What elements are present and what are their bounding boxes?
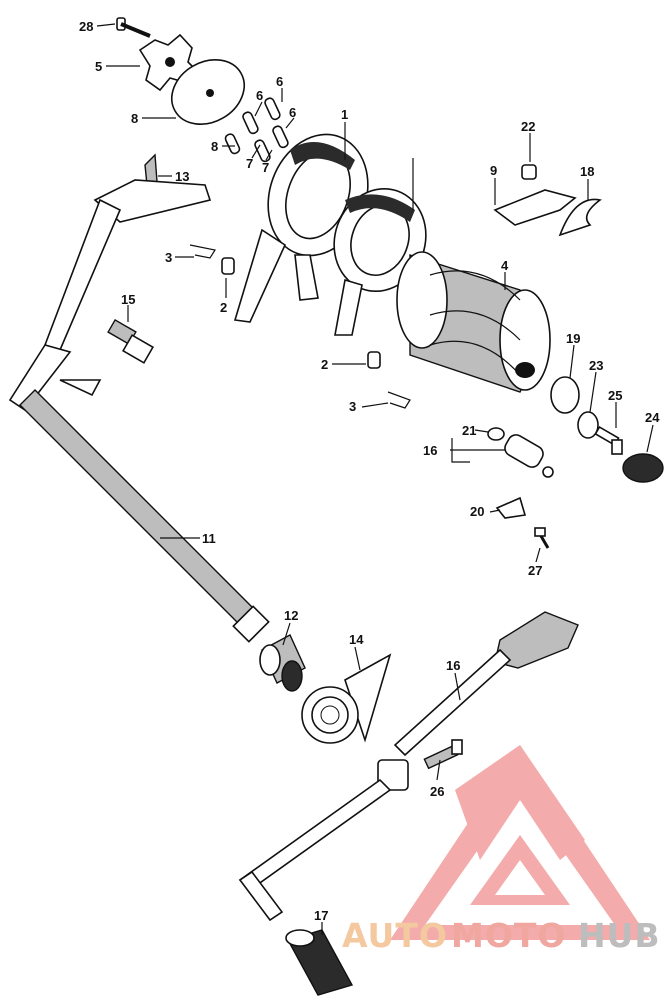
part-17-pedal-rubber: [285, 929, 354, 996]
watermark-moto: MOTO: [451, 916, 566, 955]
callout-7: 7: [262, 160, 269, 175]
watermark-text: AUTO MOTO HUB: [342, 916, 661, 955]
callout-2: 2: [220, 300, 227, 315]
callout-8: 8: [211, 139, 218, 154]
part-16-shift-pedal: [238, 611, 579, 922]
callout-21: 21: [462, 423, 476, 438]
callout-25: 25: [608, 388, 622, 403]
callout-22: 22: [521, 119, 535, 134]
callout-28: 28: [79, 19, 93, 34]
callout-24: 24: [645, 410, 660, 425]
callout-17: 17: [314, 908, 328, 923]
part-16-switch: [504, 434, 554, 478]
part-22-bolt: [521, 164, 537, 180]
callout-1: 1: [341, 107, 348, 122]
part-21-oring: [487, 427, 505, 441]
callout-5: 5: [95, 59, 102, 74]
part-27-screw: [534, 527, 550, 549]
callout-26: 26: [430, 784, 444, 799]
part-14-return-spring: [301, 653, 392, 744]
part-19-bearing: [550, 376, 580, 414]
part-25-bolt: [594, 425, 623, 455]
callout-12: 12: [284, 608, 298, 623]
callout-6: 6: [276, 74, 283, 89]
part-3-clip-a: [189, 244, 216, 259]
part-24-cap: [622, 453, 664, 483]
part-3-clip-b: [387, 391, 411, 409]
part-2-pin-b: [367, 351, 381, 369]
callout-23: 23: [589, 358, 603, 373]
callout-14: 14: [349, 632, 364, 647]
part-4-shift-drum: [396, 251, 551, 393]
part-28-screw: [116, 17, 151, 38]
callout-27: 27: [528, 563, 542, 578]
watermark-auto: AUTO: [342, 916, 448, 955]
part-9-arm: [493, 189, 577, 226]
callout-8: 8: [131, 111, 138, 126]
part-18-spring: [558, 198, 602, 237]
watermark-logo: [390, 745, 650, 940]
callout-9: 9: [490, 163, 497, 178]
part-12-bushing: [259, 634, 306, 692]
callout-7: 7: [246, 156, 253, 171]
watermark-hub: HUB: [578, 916, 661, 955]
callout-6: 6: [289, 105, 296, 120]
callout-15: 15: [121, 292, 135, 307]
callout-13: 13: [175, 169, 189, 184]
callout-16: 16: [446, 658, 460, 673]
part-23-washer: [577, 411, 599, 439]
part-15-bolt: [107, 318, 154, 364]
callout-6: 6: [256, 88, 263, 103]
callout-2: 2: [321, 357, 328, 372]
callout-16: 16: [423, 443, 437, 458]
callout-3: 3: [165, 250, 172, 265]
part-11-shift-shaft: [8, 198, 270, 643]
callout-11: 11: [202, 531, 216, 546]
callout-3: 3: [349, 399, 356, 414]
callout-18: 18: [580, 164, 594, 179]
leader-lines: [96, 23, 654, 935]
callout-4: 4: [501, 258, 509, 273]
part-26-bolt: [423, 739, 463, 770]
callout-19: 19: [566, 331, 580, 346]
part-2-pin-a: [221, 257, 235, 275]
callout-20: 20: [470, 504, 484, 519]
part-20-bracket: [495, 496, 527, 519]
callout-labels: 28 5 8 6 6 6 8 7 7 1 13 3 2 15 22 9 18 4…: [79, 19, 660, 923]
